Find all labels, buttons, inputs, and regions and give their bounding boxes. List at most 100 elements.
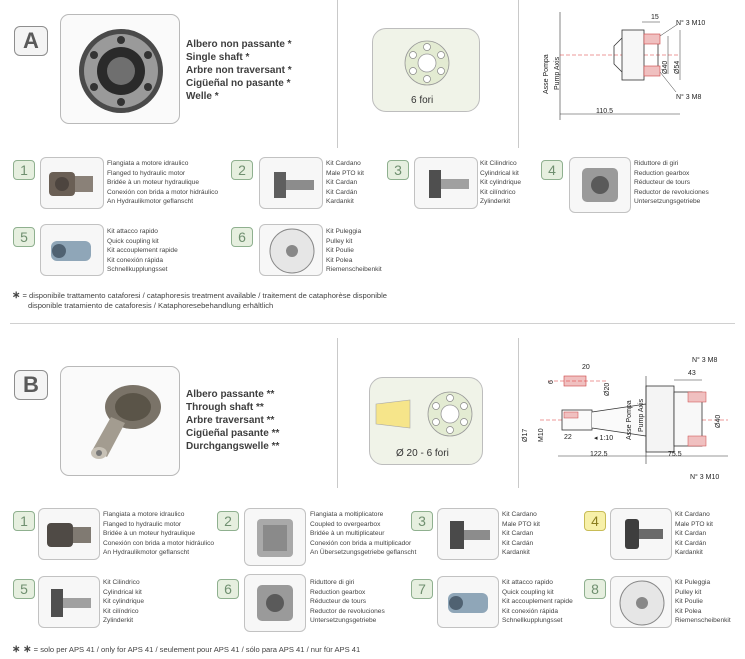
through-holes-pattern (375, 391, 473, 437)
reduction-gearbox-image (582, 168, 618, 202)
axis-label-en-b: Pump Axis (638, 398, 645, 432)
male-pto-image (450, 521, 490, 549)
kit-a-1-number: 1 (13, 160, 35, 180)
shaft-line: Albero non passante * (186, 39, 292, 50)
kit-b-1-photo (38, 508, 100, 560)
kit-b-5-photo (38, 576, 100, 628)
hydraulic-motor-image (47, 523, 91, 547)
callout-m8-b: N° 3 M8 (692, 357, 718, 364)
kit-b-7-number: 7 (411, 579, 433, 599)
dim-20: 20 (582, 364, 590, 371)
kit-a-3-photo (414, 157, 478, 209)
reduction-gearbox-image (257, 585, 293, 621)
shaft-line: Welle * (186, 91, 219, 102)
kit-b-4-number: 4 (584, 511, 606, 531)
axis-label-en: Pump Axis (554, 56, 561, 90)
kit-b-1-text: Flangiata a motore idraulico Flanged to … (103, 511, 215, 557)
dim-75-5: 75.5 (668, 451, 682, 458)
single-shaft-description: Albero non passante * Single shaft * Arb… (186, 38, 292, 103)
shaft-line: Single shaft * (186, 52, 250, 63)
kit-b-2-photo (244, 508, 306, 566)
taper-1-10: ◂ 1:10 (594, 435, 614, 442)
dia-40-b: Ø40 (715, 414, 722, 428)
dim-m10: M10 (538, 428, 545, 442)
dia-40: Ø40 (662, 60, 669, 74)
kit-a-1-photo (40, 157, 104, 209)
kit-b-8-number: 8 (584, 579, 606, 599)
quick-coupling-image (51, 241, 91, 261)
six-holes-pattern (404, 40, 450, 86)
shaft-line: Cigüeñal no pasante * (186, 78, 291, 89)
kit-a-3-number: 3 (387, 160, 409, 180)
kit-a-4-number: 4 (541, 160, 563, 180)
quick-coupling-image (448, 593, 488, 613)
kit-b-1-number: 1 (13, 511, 35, 531)
kit-b-2-number: 2 (217, 511, 239, 531)
male-pto-image (274, 172, 314, 198)
kit-b-8-text: Kit Puleggia Pulley kit Kit Poulie Kit P… (675, 579, 731, 625)
hydraulic-motor-image (49, 172, 93, 196)
kit-a-5-number: 5 (13, 227, 35, 247)
pulley-image (619, 580, 665, 626)
kit-a-3-text: Kit Cilindrico Cylindrical kit Kit cylin… (480, 160, 522, 206)
kit-b-6-photo (244, 574, 306, 632)
through-shaft-description: Albero passante ** Through shaft ** Arbr… (186, 388, 279, 453)
drawing-a-lines (559, 12, 681, 120)
callout-m10-b: N° 3 M10 (690, 474, 720, 481)
note-a-star: ∗ (12, 290, 21, 301)
kit-a-5-photo (40, 224, 104, 276)
kit-b-2-text: Flangiata a moltiplicatore Coupled to ov… (310, 511, 417, 557)
note-b: ∗ ∗ = solo per APS 41 / only for APS 41 … (12, 645, 360, 655)
holes-label: 6 fori (411, 95, 434, 106)
section-divider (10, 323, 735, 324)
dim-15: 15 (651, 14, 659, 21)
single-shaft-photo (60, 14, 180, 124)
drawing-b-lines (540, 375, 728, 464)
kit-b-7-photo (437, 576, 499, 628)
kit-b-6-text: Riduttore di giri Reduction gearbox Rédu… (310, 579, 385, 625)
kit-a-2-photo (259, 157, 323, 209)
kit-a-2-number: 2 (231, 160, 253, 180)
note-a: ∗ = disponibile trattamento cataforesi /… (12, 291, 387, 311)
dim-22: 22 (564, 434, 572, 441)
kit-b-3-text: Kit Cardano Male PTO kit Kit Cardan Kit … (502, 511, 540, 557)
single-shaft-flange-image (79, 29, 163, 113)
dim-122-5: 122.5 (590, 451, 608, 458)
dim-17: Ø17 (522, 428, 529, 442)
kit-b-8-photo (610, 576, 672, 628)
dim-110-5: 110.5 (596, 108, 613, 115)
kit-b-7-text: Kit attacco rapido Quick coupling kit Ki… (502, 579, 573, 625)
cylindrical-kit-image (51, 589, 91, 617)
callout-m10: N° 3 M10 (676, 20, 706, 27)
through-shaft-image (91, 385, 161, 459)
through-shaft-photo (60, 366, 180, 476)
kit-b-6-number: 6 (217, 579, 239, 599)
shaft-line: Through shaft ** (186, 402, 264, 413)
kit-b-3-number: 3 (411, 511, 433, 531)
cylindrical-kit-image (429, 170, 469, 198)
overgearbox-image (257, 519, 293, 557)
note-a-line-1: = disponibile trattamento cataforesi / c… (22, 291, 388, 300)
dim-6: 6 (548, 380, 555, 384)
kit-a-2-text: Kit Cardano Male PTO kit Kit Cardan Kit … (326, 160, 364, 206)
callout-m8: N° 3 M8 (676, 94, 702, 101)
kit-b-4-photo (610, 508, 672, 560)
holes-label: Ø 20 - 6 fori (396, 448, 449, 459)
kit-a-6-text: Kit Puleggia Pulley kit Kit Poulie Kit P… (326, 228, 382, 274)
kit-a-4-photo (569, 157, 631, 213)
axis-label-it-b: Asse Pompa (626, 400, 633, 440)
kit-a-6-number: 6 (231, 227, 253, 247)
dia-54: Ø54 (674, 60, 681, 74)
shaft-line: Arbre traversant ** (186, 415, 275, 426)
kit-a-5-text: Kit attacco rapido Quick coupling kit Ki… (107, 228, 178, 274)
kit-b-4-text: Kit Cardano Male PTO kit Kit Cardan Kit … (675, 511, 713, 557)
kit-b-5-text: Kit Cilindrico Cylindrical kit Kit cylin… (103, 579, 145, 625)
through-holes-diagram: Ø 20 - 6 fori (369, 377, 483, 465)
kit-b-5-number: 5 (13, 579, 35, 599)
kit-b-3-photo (437, 508, 499, 560)
section-letter-b: B (14, 370, 48, 400)
kit-a-4-text: Riduttore di giri Reduction gearbox Rédu… (634, 160, 709, 206)
pulley-image (269, 228, 315, 274)
section-letter-a: A (14, 26, 48, 56)
dia-20: Ø20 (604, 382, 611, 396)
